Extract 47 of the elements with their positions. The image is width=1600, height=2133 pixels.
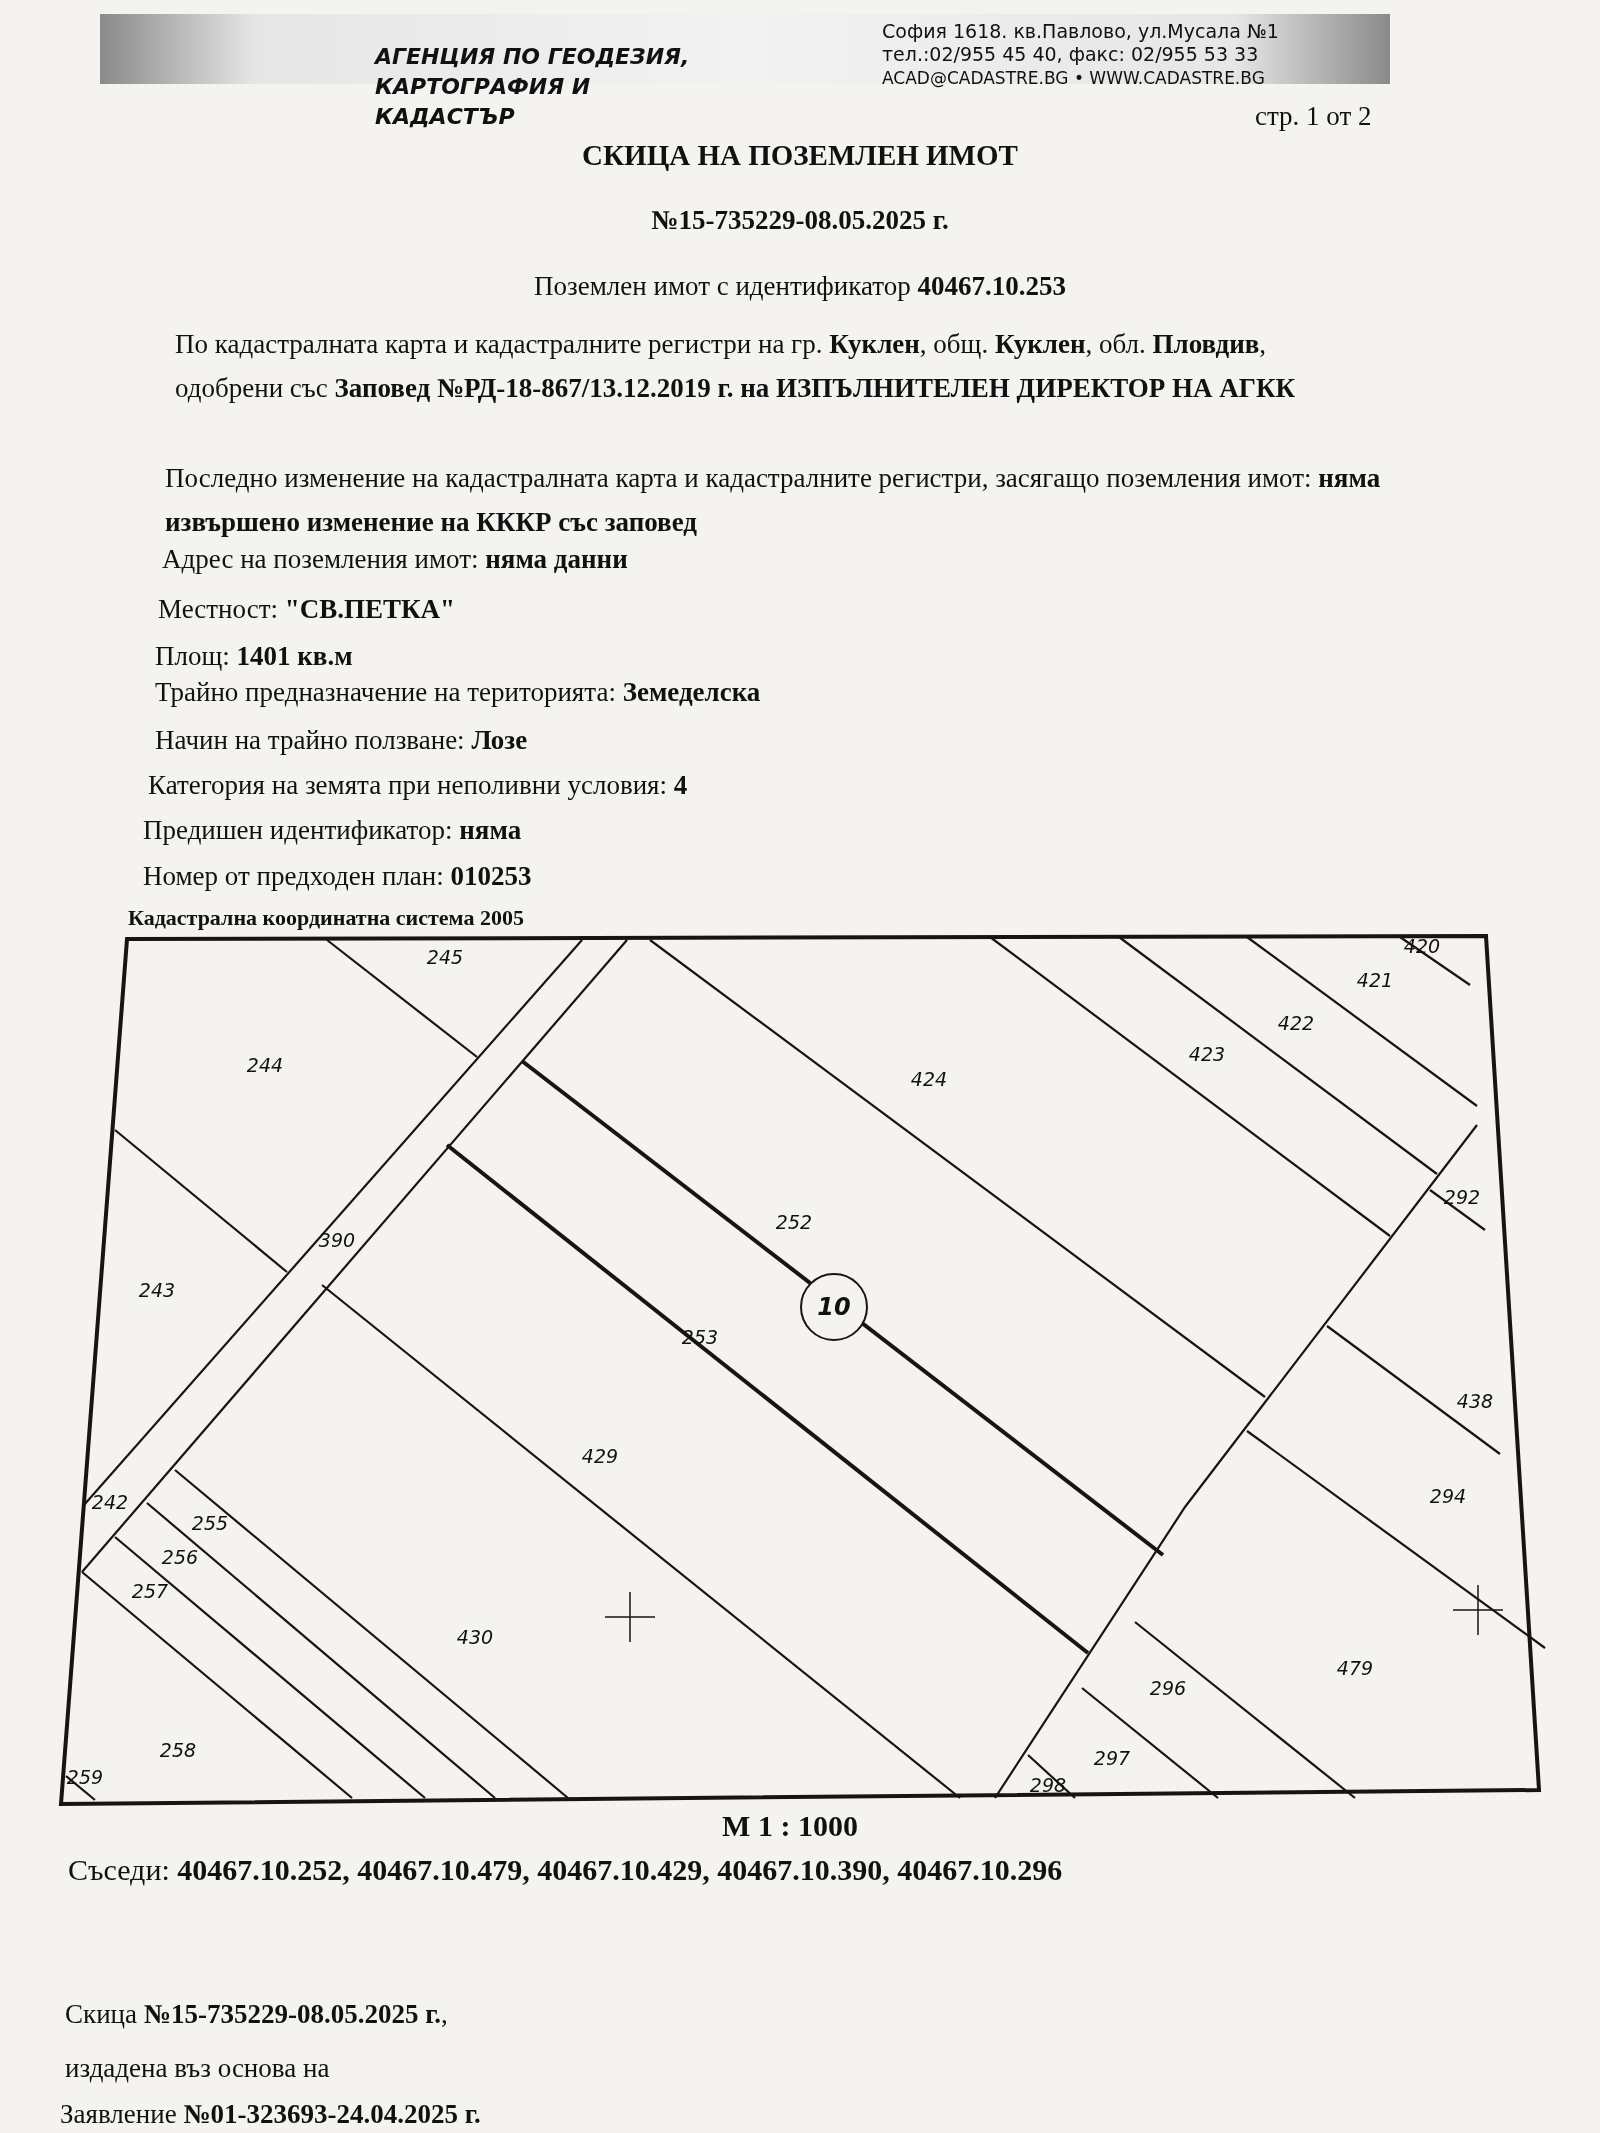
agency-name: АГЕНЦИЯ ПО ГЕОДЕЗИЯ, КАРТОГРАФИЯ И КАДАСТЪР [375, 43, 691, 131]
parcel-number: 243 [138, 1278, 176, 1302]
parcel-number: 429 [581, 1444, 619, 1468]
parcel-number: 424 [910, 1067, 948, 1091]
parcel-number: 479 [1336, 1656, 1374, 1680]
parcel-number: 245 [426, 945, 464, 969]
document-number: №15-735229-08.05.2025 г. [651, 204, 949, 237]
info-text: Площ: 1401 кв.м [155, 640, 353, 673]
parcel-number: 297 [1093, 1746, 1131, 1770]
circled-number: 10 [800, 1273, 868, 1341]
parcel-number: 423 [1188, 1042, 1226, 1066]
info-text: Адрес на поземления имот: няма данни [162, 543, 628, 576]
coordinate-system-label: Кадастрална координатна система 2005 [128, 905, 524, 932]
info-text: Номер от предходен план: 010253 [143, 860, 532, 893]
parcel-number: 422 [1277, 1011, 1315, 1035]
info-text: Местност: "СВ.ПЕТКА" [158, 593, 456, 626]
parcel-number: 259 [66, 1765, 104, 1789]
parcel-number: 256 [161, 1545, 199, 1569]
contact-text: ACAD@CADASTRE.BG • WWW.CADASTRE.BG [882, 68, 1265, 89]
info-text: Предишен идентификатор: няма [143, 814, 522, 847]
info-text: Трайно предназначение на територията: Земеделска [155, 676, 761, 709]
info-text: Начин на трайно ползване: Лозе [155, 724, 528, 757]
parcel-number: 292 [1443, 1185, 1481, 1209]
parcel-number: 296 [1149, 1676, 1187, 1700]
identifier-text: Поземлен имот с идентификатор 40467.10.253 [534, 270, 1066, 303]
page-number: стр. 1 от 2 [1255, 100, 1372, 133]
info-text: По кадастралната карта и кадастралните регистри на гр. Куклен, общ. Куклен, обл. Пловдив, одобрени със Заповед №РД-18-867/13.12.2019 г. на ИЗПЪЛНИТЕЛЕН ДИРЕКТОР НА АГКК [175, 328, 1297, 405]
parcel-number: 294 [1429, 1484, 1467, 1508]
issue-text: Скица №15-735229-08.05.2025 г., [65, 1998, 448, 2031]
parcel-number: 255 [191, 1511, 229, 1535]
info-text: Категория на земята при неполивни условия: 4 [148, 769, 688, 802]
address-text: София 1618. кв.Павлово, ул.Мусала №1 [882, 20, 1279, 43]
document-title: СКИЦА НА ПОЗЕМЛЕН ИМОТ [582, 138, 1018, 173]
issue-text: Заявление №01-323693-24.04.2025 г. [60, 2098, 481, 2131]
parcel-number: 438 [1456, 1389, 1494, 1413]
parcel-number: 244 [246, 1053, 284, 1077]
parcel-number: 421 [1356, 968, 1394, 992]
parcel-number: 242 [91, 1490, 129, 1514]
parcel-number: 252 [775, 1210, 813, 1234]
issue-text: издадена въз основа на [65, 2052, 330, 2085]
contact-text: тел.:02/955 45 40, факс: 02/955 53 33 [882, 43, 1259, 66]
neighbours-text: Съседи: 40467.10.252, 40467.10.479, 40467.10.429, 40467.10.390, 40467.10.296 [68, 1852, 1063, 1888]
scale-label: M 1 : 1000 [722, 1808, 858, 1844]
parcel-number: 258 [159, 1738, 197, 1762]
parcel-number: 257 [131, 1579, 169, 1603]
parcel-number: 390 [318, 1228, 356, 1252]
parcel-number: 430 [456, 1625, 494, 1649]
